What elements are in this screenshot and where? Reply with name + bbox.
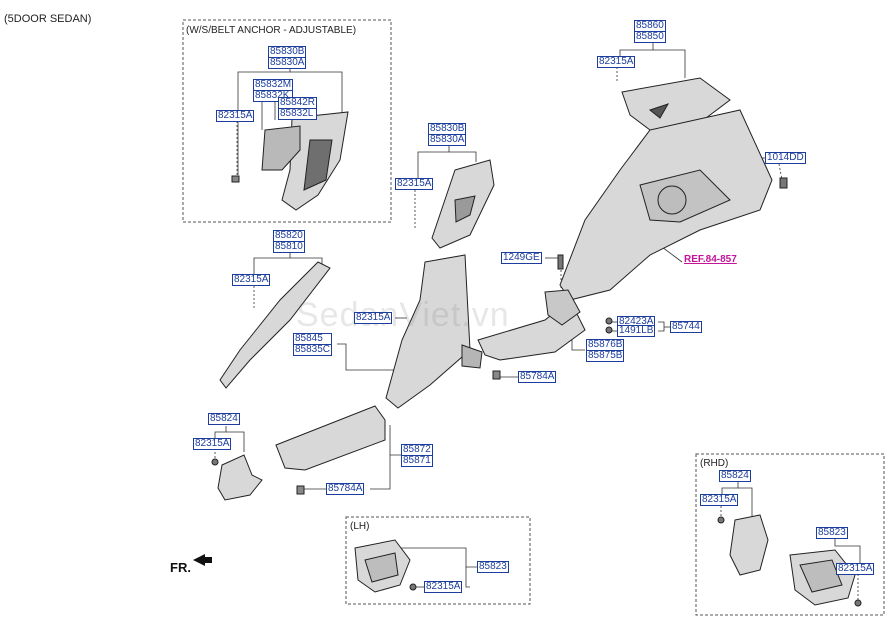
belt-clip-part [231,175,240,183]
rhd-cowl-side-part [729,514,769,576]
part-label-82315a-rhd2[interactable]: 82315A [836,563,875,575]
part-label-82315a-left[interactable]: 82315A [193,438,232,450]
part-label-82315a-lh[interactable]: 82315A [424,581,463,593]
lh-box-title: (LH) [350,521,370,532]
watermark: SedanViet.vn [296,296,510,334]
part-label-1491lb[interactable]: 1491LB [617,325,656,337]
clip-82315a-rhd2-part [854,599,862,607]
part-label-85784a-bottom[interactable]: 85784A [326,483,365,495]
part-label-82315a-box[interactable]: 82315A [216,110,255,122]
clip-85784a-right-part [492,370,501,380]
rhd-box-title: (RHD) [700,458,729,469]
ref-link[interactable]: REF.84-857 [684,254,737,265]
cowl-side-trim-part [217,454,263,501]
part-label-82315a-pillar[interactable]: 82315A [232,274,271,286]
center-pillar-lower-edge-part [461,344,483,369]
quarter-speaker-grille-part [657,185,687,215]
clip-85784a-bottom-part [296,485,305,495]
front-direction-label: FR. [170,560,191,575]
part-label-85824[interactable]: 85824 [208,413,240,425]
part-label-85823-lh[interactable]: 85823 [477,561,509,573]
screw-part [557,254,564,270]
belt-anchor-box-title: (W/S/BELT ANCHOR - ADJUSTABLE) [186,25,357,36]
rhd-frame [695,453,885,616]
rear-lower-bracket-part [544,289,581,326]
clip-82315a-rhd-part [717,516,725,524]
part-label-82315a-mid[interactable]: 82315A [395,178,434,190]
clip-82315a-lh-part [409,583,417,591]
part-label-82315a-rhd1[interactable]: 82315A [700,494,739,506]
part-shapes [193,77,862,607]
part-label-85824-rhd[interactable]: 85824 [719,470,751,482]
part-label-85823-rhd[interactable]: 85823 [816,527,848,539]
belt-anchor-slot-part [303,139,333,191]
rear-pillar-slot-part [648,103,670,119]
clip-1491lb-part [605,326,613,334]
part-label-85784a-right[interactable]: 85784A [518,371,557,383]
lh-frame [345,516,531,605]
part-label-85744[interactable]: 85744 [670,321,702,333]
clip-82315a-left-part [211,458,219,466]
part-label-1014dd[interactable]: 1014DD [765,152,806,164]
front-pillar-trim-part [219,261,331,389]
clip-82423a-part [605,317,613,325]
rhd-cowl-grid-part [799,559,843,593]
front-door-scuff-part [275,405,386,471]
variant-header: (5DOOR SEDAN) [4,13,92,25]
lh-cowl-grid-part [364,552,399,583]
belt-anchor-cover-part [261,125,301,171]
front-arrow-icon [193,554,212,566]
part-label-1249ge[interactable]: 1249GE [501,252,542,264]
bolt-part [779,177,788,189]
center-pillar-lower-part [385,254,471,409]
center-pillar-upper-detail-part [454,195,476,223]
part-label-82315a-top[interactable]: 82315A [597,56,636,68]
part-label-82315a-center[interactable]: 82315A [354,312,393,324]
